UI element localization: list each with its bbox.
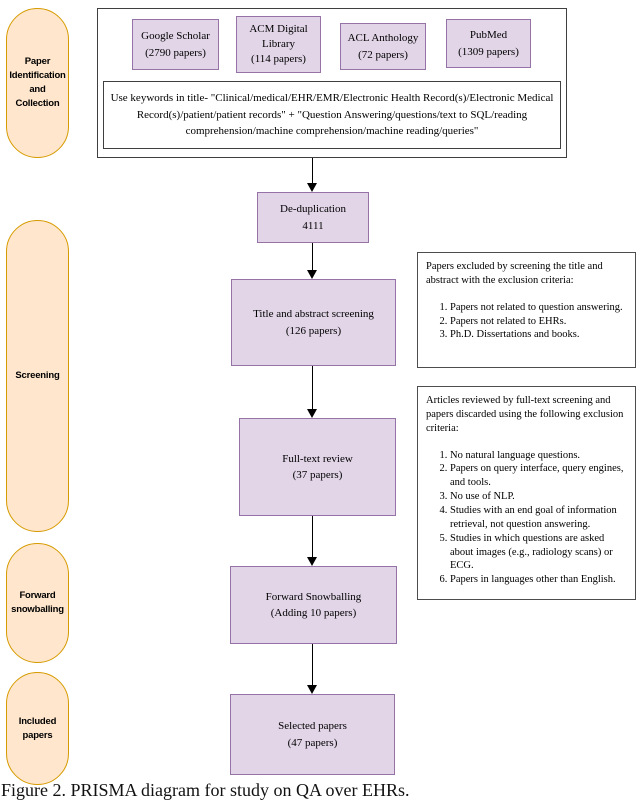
flow-node-count: (37 papers) (292, 469, 343, 481)
flow-node-selected-papers: Selected papers (47 papers) (230, 694, 395, 775)
source-box-acl-anthology: ACL Anthology (72 papers) (340, 23, 426, 70)
note-intro: Papers excluded by screening the title a… (426, 261, 603, 286)
flow-node-title: Selected papers (278, 720, 347, 732)
note-item: Papers not related to question answering… (450, 301, 627, 315)
arrow-line (311, 644, 313, 689)
source-box-google-scholar: Google Scholar (2790 papers) (132, 19, 219, 70)
arrow-down-icon (307, 685, 317, 694)
stage-label: Paper Identification and Collection (9, 56, 66, 109)
arrow-down-icon (307, 270, 317, 279)
figure-caption: Figure 2. PRISMA diagram for study on QA… (1, 780, 410, 800)
flow-node-title: Full-text review (282, 452, 353, 465)
keywords-text: Use keywords in title- "Clinical/medical… (110, 92, 554, 138)
stage-pill-included-papers: Included papers (6, 672, 69, 785)
arrow-down-icon (307, 409, 317, 418)
arrow-down-icon (307, 557, 317, 566)
source-count: (2790 papers) (145, 46, 206, 59)
note-list: No natural language questions. Papers on… (426, 449, 627, 588)
note-item: Ph.D. Dissertations and books. (450, 328, 627, 342)
source-box-acm-digital-library: ACM Digital Library (114 papers) (236, 16, 321, 73)
note-intro: Articles reviewed by full-text screening… (426, 395, 624, 434)
source-name: PubMed (469, 29, 508, 41)
source-name: ACL Anthology (347, 32, 419, 44)
arrow-down-icon (307, 183, 317, 192)
flow-node-count: 4111 (302, 219, 324, 232)
identification-panel: Google Scholar (2790 papers) ACM Digital… (97, 8, 567, 158)
stage-label: Screening (15, 370, 60, 382)
keywords-box: Use keywords in title- "Clinical/medical… (103, 81, 561, 149)
stage-label: Forward snowballing (11, 590, 64, 615)
flow-arrow-2 (306, 243, 318, 279)
flow-node-count: (47 papers) (287, 736, 338, 749)
flow-node-forward-snowballing: Forward Snowballing (Adding 10 papers) (230, 566, 397, 644)
note-item: No natural language questions. (450, 449, 627, 463)
note-item: Studies in which questions are asked abo… (450, 532, 627, 574)
flow-node-full-text-review: Full-text review (37 papers) (239, 418, 396, 516)
note-item: Papers on query interface, query engines… (450, 462, 627, 490)
note-item: Papers not related to EHRs. (450, 315, 627, 329)
source-count: (72 papers) (358, 48, 408, 61)
flow-arrow-4 (306, 516, 318, 566)
flow-node-deduplication: De-duplication 4111 (257, 192, 369, 243)
flow-node-count: (Adding 10 papers) (270, 607, 357, 619)
flow-node-title: Title and abstract screening (253, 308, 374, 320)
flow-arrow-5 (306, 644, 318, 694)
note-list: Papers not related to question answering… (426, 301, 627, 343)
note-item: Studies with an end goal of information … (450, 504, 627, 532)
stage-label: Included papers (18, 715, 57, 741)
flow-node-count: (126 papers) (285, 324, 342, 337)
note-item: No use of NLP. (450, 490, 627, 504)
flow-node-title: De-duplication (280, 203, 346, 215)
stage-pill-screening: Screening (6, 220, 69, 532)
stage-pill-forward-snowballing: Forward snowballing (6, 543, 69, 663)
flow-node-title-abstract-screening: Title and abstract screening (126 papers… (231, 279, 396, 366)
flow-node-title: Forward Snowballing (265, 590, 362, 603)
source-name: Google Scholar (141, 30, 210, 42)
source-box-pubmed: PubMed (1309 papers) (446, 19, 531, 68)
note-item: Papers in languages other than English. (450, 573, 627, 587)
source-count: (1309 papers) (458, 45, 519, 58)
stage-pill-paper-identification: Paper Identification and Collection (6, 8, 69, 158)
arrow-line (311, 243, 313, 274)
arrow-line (311, 366, 313, 413)
note-box-full-text-exclusion: Articles reviewed by full-text screening… (417, 386, 636, 600)
flow-arrow-1 (306, 158, 318, 192)
note-box-title-abstract-exclusion: Papers excluded by screening the title a… (417, 252, 636, 368)
flow-arrow-3 (306, 366, 318, 418)
arrow-line (311, 158, 313, 187)
source-name: ACM Digital Library (249, 23, 308, 51)
arrow-line (311, 516, 313, 561)
source-count: (114 papers) (251, 52, 306, 65)
